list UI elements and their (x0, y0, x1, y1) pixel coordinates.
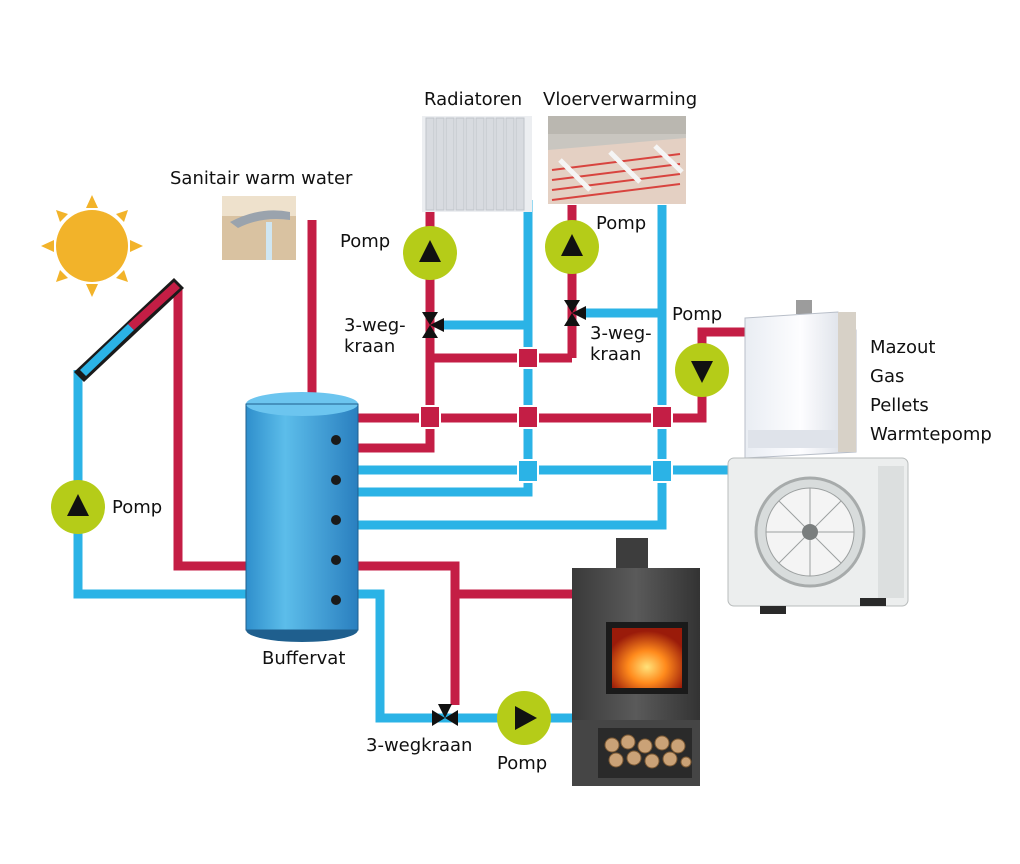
pump-up-icon (67, 494, 89, 516)
radiators-label: Radiatoren (424, 89, 523, 110)
valve-floor-label: 3-weg- kraan (590, 323, 652, 365)
radiator-supply-pipe (358, 210, 435, 453)
hot-water-tap-image (222, 196, 296, 260)
boiler-image (744, 300, 857, 459)
heat-pump-image (727, 457, 909, 614)
solar-cold-pipe (73, 370, 252, 599)
sun-icon (41, 195, 143, 297)
radiator-image (422, 116, 532, 212)
floor-heating-label: Vloerverwarming (543, 89, 698, 110)
stove-three-way-valve[interactable] (432, 704, 458, 726)
valve-stove-label: 3-wegkraan (366, 735, 473, 756)
pump-solar-label: Pomp (112, 497, 163, 518)
pipe-joints (419, 347, 673, 483)
valve-floor-label-line1: 3-weg- (590, 323, 652, 344)
pump-solar[interactable] (51, 480, 105, 534)
pump-up-icon (561, 234, 583, 256)
solar-collector (74, 278, 184, 382)
heat-source-item: Warmtepomp (870, 424, 992, 445)
hot-water-label: Sanitair warm water (170, 168, 353, 189)
pump-stove[interactable] (497, 691, 551, 745)
heat-source-item: Pellets (870, 395, 929, 416)
pump-boiler[interactable] (675, 343, 729, 397)
pump-radiators[interactable] (403, 226, 457, 280)
valve-radiators-label-line2: kraan (344, 336, 396, 357)
heat-source-item: Gas (870, 366, 905, 387)
floor-heating-image (548, 116, 686, 204)
stove-hot-pipe (358, 561, 578, 599)
floor-three-way-valve[interactable] (564, 300, 586, 326)
valve-radiators-label-line1: 3-weg- (344, 315, 406, 336)
pump-floor[interactable] (545, 220, 599, 274)
pump-right-icon (515, 706, 537, 730)
stove-cold-pipe (358, 589, 580, 723)
buffer-tank (245, 392, 359, 642)
valve-floor-label-line2: kraan (590, 344, 642, 365)
radiator-three-way-valve[interactable] (422, 312, 444, 338)
pump-up-icon (419, 240, 441, 262)
solar-hot-pipe (173, 288, 252, 571)
buffer-tank-label: Buffervat (262, 648, 346, 669)
wood-stove-image (572, 538, 700, 786)
valve-radiators-label: 3-weg- kraan (344, 315, 406, 357)
pump-boiler-label: Pomp (672, 304, 723, 325)
pump-radiators-label: Pomp (340, 231, 391, 252)
pump-down-icon (691, 361, 713, 383)
pump-floor-label: Pomp (596, 213, 647, 234)
pump-stove-label: Pomp (497, 753, 548, 774)
heat-source-item: Mazout (870, 337, 936, 358)
heat-sources-list: Mazout Gas Pellets Warmtepomp (870, 333, 992, 449)
cold-pipes (73, 200, 728, 723)
